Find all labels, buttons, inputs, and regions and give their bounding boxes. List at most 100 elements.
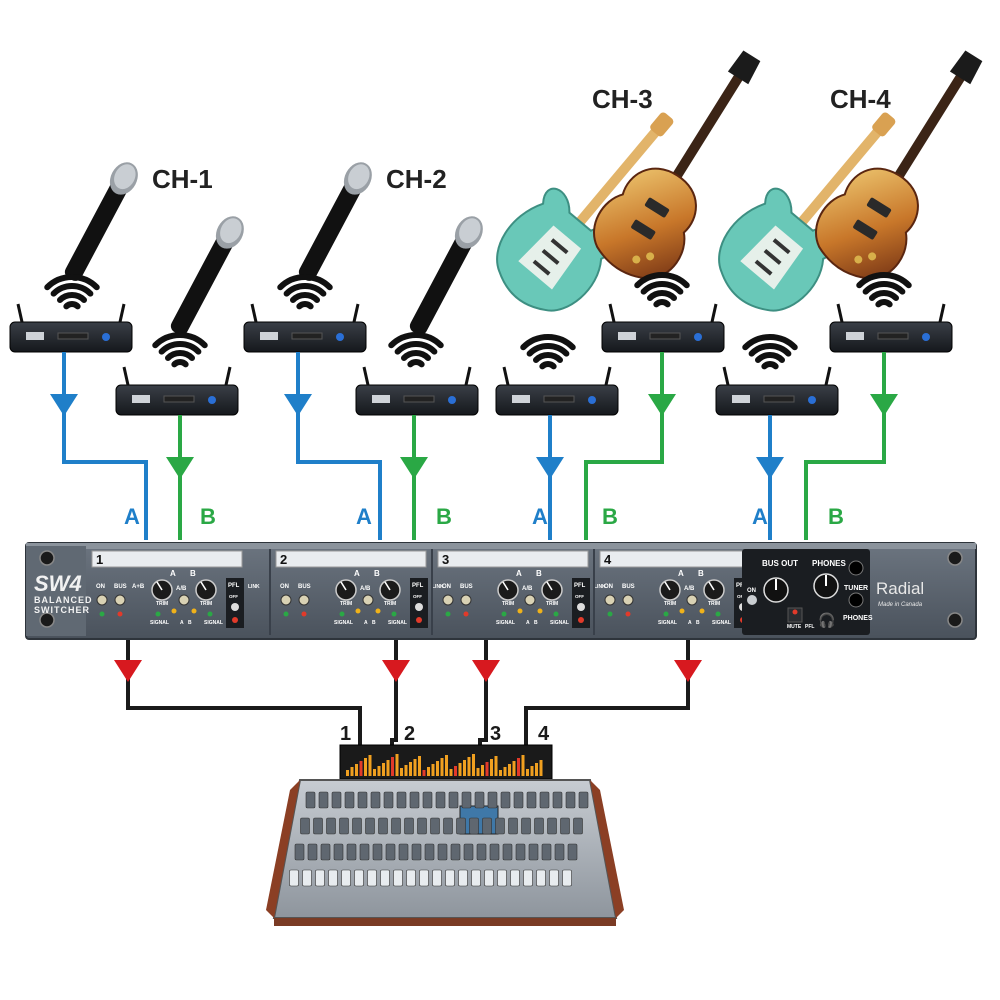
console-control[interactable] bbox=[484, 869, 494, 887]
console-control[interactable] bbox=[562, 869, 572, 887]
console-control[interactable] bbox=[370, 791, 381, 809]
console-control[interactable] bbox=[487, 791, 498, 809]
console-control[interactable] bbox=[424, 843, 435, 861]
console-control[interactable] bbox=[305, 791, 316, 809]
console-control[interactable] bbox=[448, 791, 459, 809]
console-control[interactable] bbox=[378, 817, 388, 835]
console-control[interactable] bbox=[476, 843, 487, 861]
console-control[interactable] bbox=[497, 869, 507, 887]
bus-switch[interactable] bbox=[298, 594, 310, 606]
console-control[interactable] bbox=[422, 791, 433, 809]
console-control[interactable] bbox=[500, 791, 511, 809]
console-control[interactable] bbox=[307, 843, 318, 861]
ab-select-switch[interactable] bbox=[524, 594, 536, 606]
console-control[interactable] bbox=[437, 843, 448, 861]
console-control[interactable] bbox=[357, 791, 368, 809]
pfl-switch[interactable] bbox=[577, 603, 585, 611]
bus-switch[interactable] bbox=[114, 594, 126, 606]
console-control[interactable] bbox=[474, 791, 485, 809]
console-control[interactable] bbox=[573, 817, 583, 835]
ab-select-switch[interactable] bbox=[362, 594, 374, 606]
console-control[interactable] bbox=[409, 791, 420, 809]
console-control[interactable] bbox=[554, 843, 565, 861]
console-control[interactable] bbox=[515, 843, 526, 861]
console-control[interactable] bbox=[385, 843, 396, 861]
console-control[interactable] bbox=[326, 817, 336, 835]
console-control[interactable] bbox=[567, 843, 578, 861]
console-control[interactable] bbox=[417, 817, 427, 835]
console-control[interactable] bbox=[359, 843, 370, 861]
console-control[interactable] bbox=[313, 817, 323, 835]
console-control[interactable] bbox=[393, 869, 403, 887]
console-control[interactable] bbox=[443, 817, 453, 835]
console-control[interactable] bbox=[302, 869, 312, 887]
pfl-switch[interactable] bbox=[231, 603, 239, 611]
on-switch[interactable] bbox=[604, 594, 616, 606]
ab-select-switch[interactable] bbox=[178, 594, 190, 606]
console-control[interactable] bbox=[406, 869, 416, 887]
console-control[interactable] bbox=[549, 869, 559, 887]
console-control[interactable] bbox=[489, 843, 500, 861]
tuner-jack[interactable] bbox=[848, 560, 864, 576]
console-control[interactable] bbox=[528, 843, 539, 861]
console-control[interactable] bbox=[398, 843, 409, 861]
console-control[interactable] bbox=[445, 869, 455, 887]
console-control[interactable] bbox=[502, 843, 513, 861]
console-control[interactable] bbox=[482, 817, 492, 835]
console-control[interactable] bbox=[411, 843, 422, 861]
console-control[interactable] bbox=[404, 817, 414, 835]
console-control[interactable] bbox=[456, 817, 466, 835]
console-control[interactable] bbox=[396, 791, 407, 809]
console-control[interactable] bbox=[536, 869, 546, 887]
console-control[interactable] bbox=[435, 791, 446, 809]
console-control[interactable] bbox=[289, 869, 299, 887]
console-control[interactable] bbox=[469, 817, 479, 835]
console-control[interactable] bbox=[526, 791, 537, 809]
console-control[interactable] bbox=[383, 791, 394, 809]
console-control[interactable] bbox=[539, 791, 550, 809]
console-control[interactable] bbox=[471, 869, 481, 887]
console-control[interactable] bbox=[344, 791, 355, 809]
on-switch[interactable] bbox=[280, 594, 292, 606]
console-control[interactable] bbox=[495, 817, 505, 835]
pfl-switch[interactable] bbox=[415, 603, 423, 611]
console-control[interactable] bbox=[510, 869, 520, 887]
console-control[interactable] bbox=[523, 869, 533, 887]
console-control[interactable] bbox=[315, 869, 325, 887]
console-control[interactable] bbox=[372, 843, 383, 861]
on-switch[interactable] bbox=[96, 594, 108, 606]
console-control[interactable] bbox=[458, 869, 468, 887]
console-control[interactable] bbox=[419, 869, 429, 887]
console-control[interactable] bbox=[331, 791, 342, 809]
console-control[interactable] bbox=[391, 817, 401, 835]
console-control[interactable] bbox=[333, 843, 344, 861]
bus-switch[interactable] bbox=[460, 594, 472, 606]
console-control[interactable] bbox=[320, 843, 331, 861]
console-control[interactable] bbox=[341, 869, 351, 887]
console-control[interactable] bbox=[513, 791, 524, 809]
bus-switch[interactable] bbox=[622, 594, 634, 606]
console-control[interactable] bbox=[463, 843, 474, 861]
console-control[interactable] bbox=[352, 817, 362, 835]
phones-jack[interactable] bbox=[848, 592, 864, 608]
console-control[interactable] bbox=[508, 817, 518, 835]
console-control[interactable] bbox=[461, 791, 472, 809]
console-control[interactable] bbox=[578, 791, 589, 809]
console-control[interactable] bbox=[300, 817, 310, 835]
console-control[interactable] bbox=[380, 869, 390, 887]
console-control[interactable] bbox=[560, 817, 570, 835]
master-on-switch[interactable] bbox=[747, 595, 757, 605]
console-control[interactable] bbox=[552, 791, 563, 809]
console-control[interactable] bbox=[367, 869, 377, 887]
console-control[interactable] bbox=[339, 817, 349, 835]
console-control[interactable] bbox=[534, 817, 544, 835]
console-control[interactable] bbox=[430, 817, 440, 835]
console-control[interactable] bbox=[541, 843, 552, 861]
console-control[interactable] bbox=[318, 791, 329, 809]
console-control[interactable] bbox=[328, 869, 338, 887]
console-control[interactable] bbox=[354, 869, 364, 887]
console-control[interactable] bbox=[432, 869, 442, 887]
console-control[interactable] bbox=[521, 817, 531, 835]
console-control[interactable] bbox=[346, 843, 357, 861]
console-control[interactable] bbox=[294, 843, 305, 861]
